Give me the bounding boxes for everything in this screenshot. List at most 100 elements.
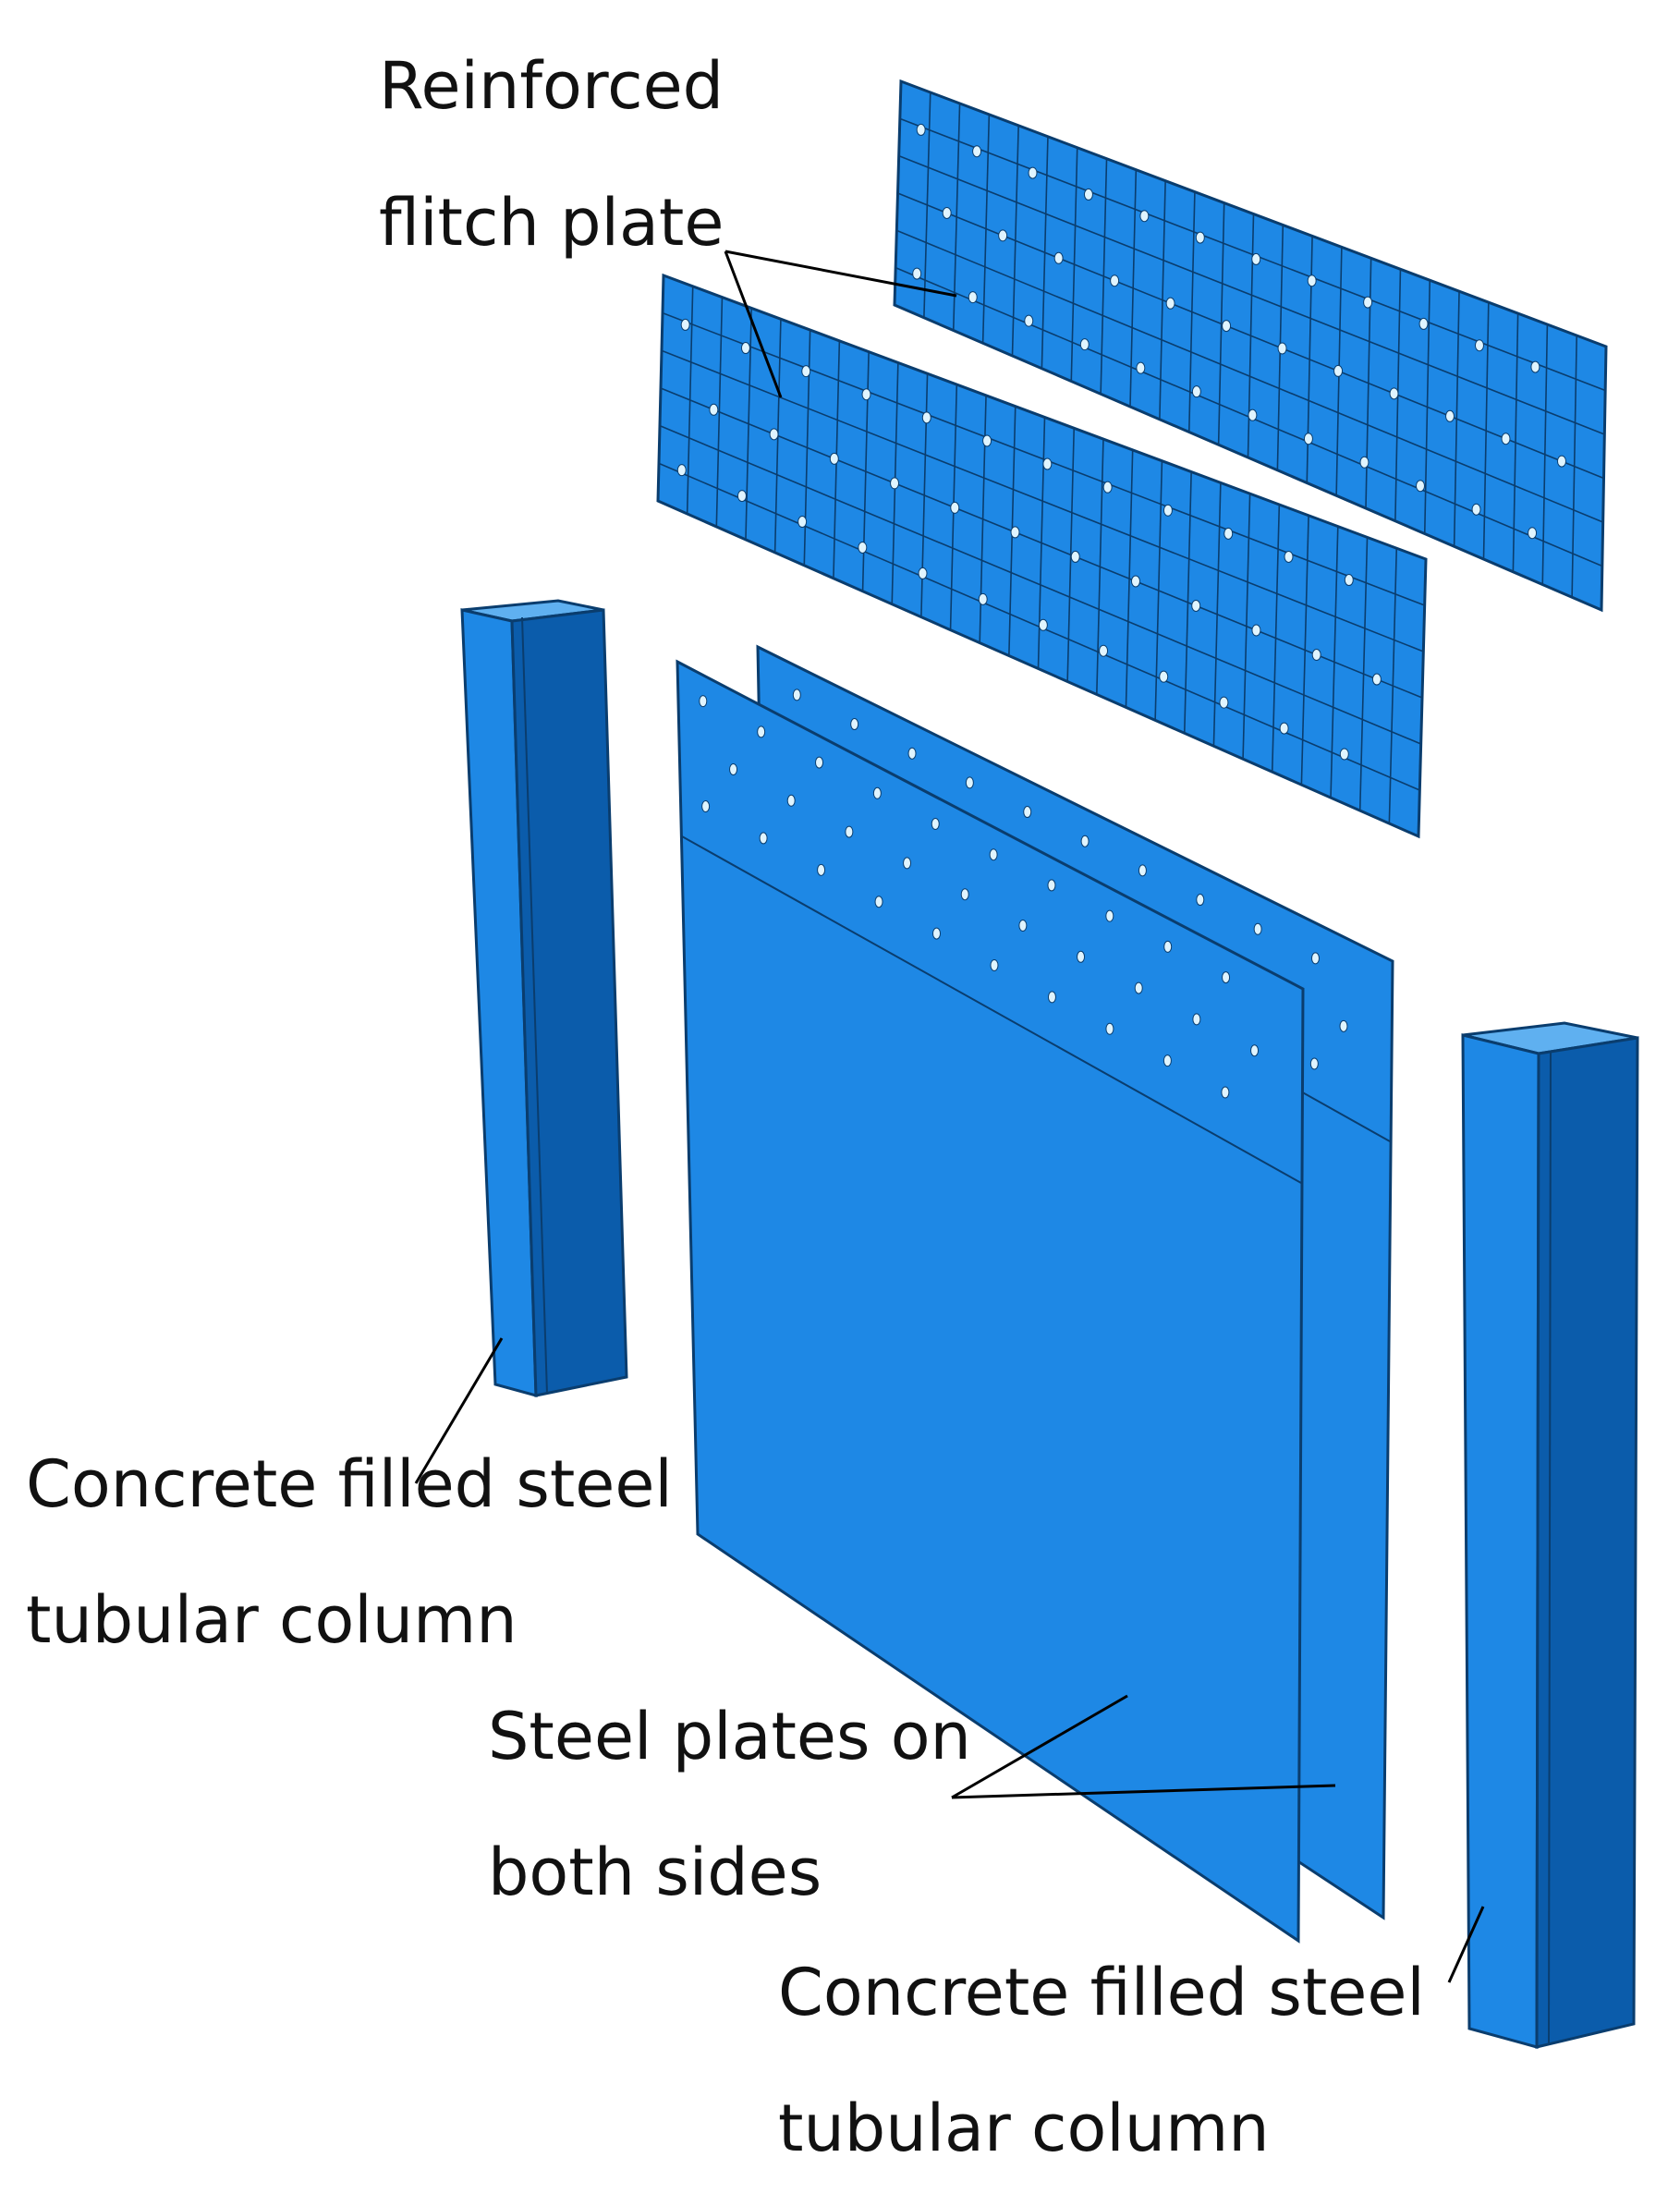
bolt-hole — [1474, 339, 1484, 352]
mesh-line-horizontal — [661, 349, 1424, 652]
bolt-hole — [972, 145, 982, 158]
bolt-hole — [1248, 408, 1258, 421]
bolt-hole — [1134, 981, 1143, 994]
bolt-hole — [1363, 296, 1373, 309]
bolt-hole — [872, 786, 882, 799]
bolt-hole — [1038, 618, 1048, 631]
bolt-hole — [1110, 274, 1120, 287]
bolt-hole — [1024, 314, 1034, 327]
bolt-hole — [965, 776, 974, 789]
bolt-hole — [709, 403, 719, 416]
label-right-column-line-2: tubular column — [778, 2090, 1270, 2166]
bolt-hole — [890, 477, 900, 490]
bolt-hole — [1165, 297, 1175, 310]
bolt-hole — [1309, 1057, 1319, 1070]
mesh-line-horizontal — [898, 154, 1605, 435]
bolt-hole — [1018, 919, 1028, 932]
right-column-edge-line — [1548, 1051, 1552, 2045]
bolt-hole — [1191, 599, 1201, 612]
bolt-hole — [989, 848, 998, 861]
bolt-hole — [1277, 342, 1287, 355]
bolt-hole — [1556, 455, 1566, 468]
bolt-hole — [982, 434, 992, 447]
mesh-line-horizontal — [659, 424, 1421, 745]
flitch-plate-back-holes — [912, 123, 1566, 540]
flitch-plate-front — [656, 273, 1428, 839]
bolt-hole — [1359, 456, 1370, 469]
label-flitch-plate-line-2: flitch plate — [379, 185, 724, 261]
bolt-hole — [921, 411, 931, 424]
bolt-hole — [1139, 210, 1150, 223]
bolt-hole — [1418, 317, 1429, 330]
bolt-hole — [1221, 1086, 1230, 1099]
bolt-hole — [801, 365, 811, 378]
bolt-hole — [1219, 696, 1229, 709]
bolt-hole — [1195, 231, 1205, 244]
bolt-hole — [1028, 166, 1038, 179]
bolt-hole — [740, 342, 750, 355]
bolt-hole — [1279, 722, 1289, 735]
bolt-hole — [1138, 864, 1147, 877]
bolt-hole — [1501, 433, 1511, 445]
bolt-hole — [1070, 550, 1080, 563]
bolt-hole — [916, 123, 926, 136]
bolt-hole — [1471, 503, 1481, 516]
bolt-hole — [829, 452, 839, 465]
bolt-hole — [1079, 338, 1090, 351]
bolt-hole — [1284, 550, 1294, 563]
bolt-hole — [874, 896, 883, 908]
right-column-side-face — [1535, 1036, 1639, 2049]
bolt-hole — [907, 747, 917, 760]
bolt-hole — [1445, 409, 1455, 422]
leader-flitch-front — [724, 250, 783, 398]
bolt-hole — [1389, 387, 1399, 400]
mesh-line-horizontal — [660, 387, 1423, 699]
bolt-hole — [792, 689, 801, 701]
bolt-hole — [1310, 952, 1320, 965]
bolt-hole — [817, 863, 826, 876]
leader-flitch-back — [724, 250, 957, 298]
bolt-hole — [1163, 1054, 1172, 1067]
bolt-hole — [1250, 1044, 1260, 1057]
bolt-hole — [676, 464, 687, 477]
bolt-hole — [912, 267, 922, 280]
bolt-hole — [1047, 991, 1056, 1004]
bolt-hole — [1192, 1013, 1201, 1026]
mesh-line-horizontal — [896, 229, 1603, 523]
label-steel-plates-line-2: both sides — [488, 1834, 822, 1910]
bolt-hole — [1105, 909, 1114, 922]
mesh-line-horizontal — [662, 311, 1425, 606]
steel-plate-front-holes — [699, 695, 1260, 1099]
label-left-column-line-2: tubular column — [26, 1582, 517, 1658]
bolt-hole — [1163, 940, 1173, 953]
steel-plate-front — [676, 659, 1305, 1944]
bolt-hole — [1530, 360, 1540, 373]
bolt-hole — [1077, 950, 1086, 963]
bolt-hole — [1163, 504, 1173, 517]
bolt-hole — [1099, 644, 1109, 657]
flitch-plate-back — [893, 79, 1608, 613]
bolt-hole — [1303, 433, 1313, 445]
bolt-hole — [950, 501, 960, 514]
bolt-hole — [1136, 361, 1146, 374]
leader-lines — [414, 250, 1485, 1983]
bolt-hole — [1339, 748, 1349, 761]
bolt-hole — [858, 541, 868, 554]
bolt-hole — [998, 229, 1008, 242]
bolt-hole — [1311, 649, 1321, 662]
bolt-hole — [1047, 879, 1056, 892]
label-right-column-line-1: Concrete filled steel — [778, 1955, 1425, 2030]
leader-steel-plate-front — [951, 1694, 1128, 1799]
bolt-hole — [1053, 251, 1064, 264]
bolt-hole — [757, 725, 766, 738]
bolt-hole — [942, 206, 952, 219]
bolt-hole — [1223, 527, 1234, 540]
bolt-hole — [680, 318, 690, 331]
bolt-hole — [1196, 894, 1205, 907]
bolt-hole — [1083, 188, 1093, 201]
bolt-hole — [1416, 480, 1426, 493]
bolt-hole — [1023, 806, 1032, 819]
bolt-hole — [850, 718, 859, 731]
left-column — [460, 599, 628, 1397]
bolt-hole — [990, 958, 999, 971]
